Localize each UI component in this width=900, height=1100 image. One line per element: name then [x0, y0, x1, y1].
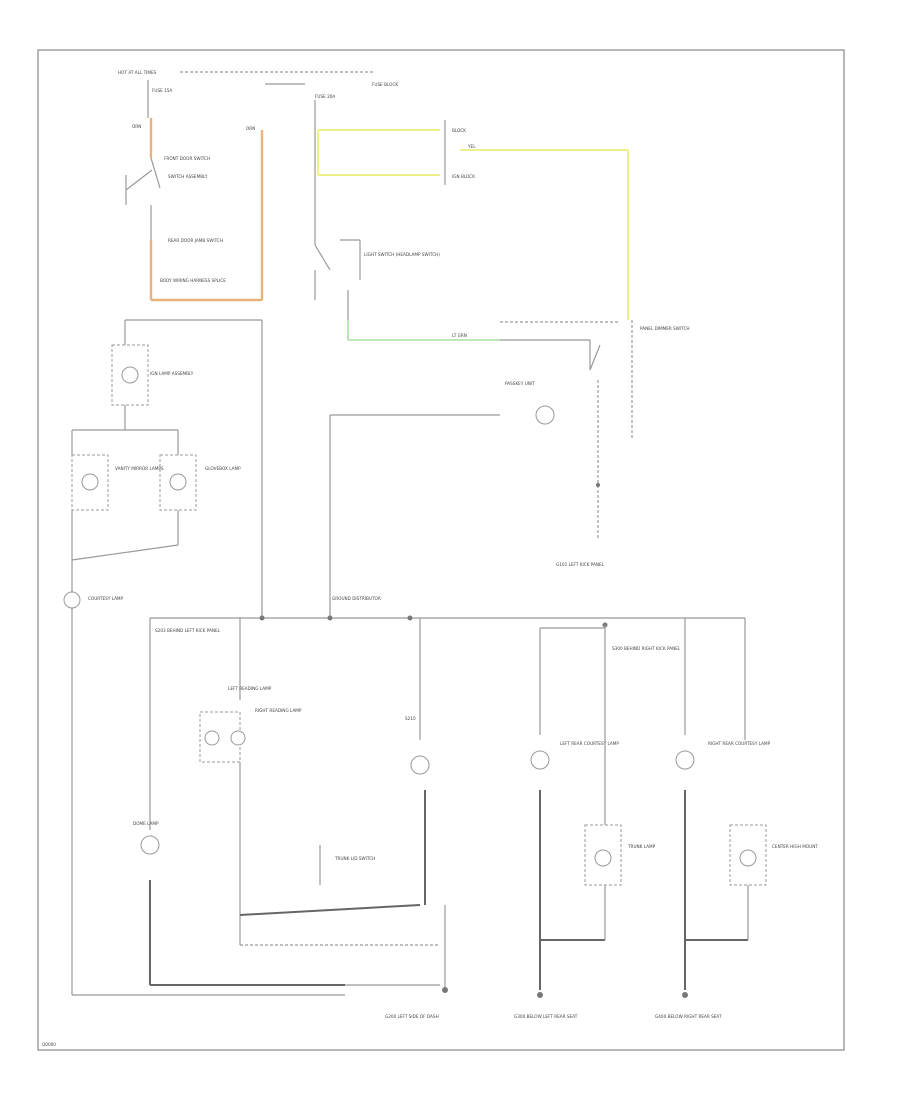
left-rear-courtesy-bulb [530, 750, 550, 770]
label-orn-2: ORN [246, 126, 255, 131]
ign-lamp-bulb [121, 366, 139, 384]
right-rear-courtesy-bulb [675, 750, 695, 770]
label-right-rear-courtesy: RIGHT REAR COURTESY LAMP [708, 741, 771, 746]
label-orn-1: ORN [132, 124, 141, 129]
diagram-frame [37, 49, 845, 1051]
vanity-lamp-left-box [71, 454, 109, 511]
label-rear-door-jamb: REAR DOOR JAMB SWITCH [168, 238, 223, 243]
vanity-lamp-bulb [410, 755, 430, 775]
label-ground-lhk: G101 LEFT KICK PANEL [556, 562, 605, 567]
label-switch-assembly: SWITCH ASSEMBLY [168, 174, 208, 179]
label-splice-right: S300 BEHIND RIGHT KICK PANEL [612, 646, 681, 651]
label-block: BLOCK [452, 128, 466, 133]
label-trunk-lid: TRUNK LID SWITCH [334, 856, 375, 861]
courtesy-lamp-bulb [63, 591, 81, 609]
label-dome-lamp: DOME LAMP [133, 821, 159, 826]
label-glovebox-lamp: GLOVEBOX LAMP [205, 466, 241, 471]
label-panel-dimmer: PANEL DIMMER SWITCH [640, 326, 690, 331]
label-ign-lamp: IGN LAMP ASSEMBLY [150, 371, 194, 376]
label-trunk-lamp: TRUNK LAMP [627, 844, 656, 849]
dome-lamp-bulb [140, 835, 160, 855]
label-left-reading: LEFT READING LAMP [228, 686, 272, 691]
label-center-high: CENTER HIGH MOUNT [772, 844, 818, 849]
label-g200: G200 LEFT SIDE OF DASH [385, 1014, 439, 1019]
label-g400: G400 BELOW RIGHT REAR SEAT [655, 1014, 722, 1019]
label-yel: YEL [467, 144, 476, 149]
label-fuse-left: FUSE 15A [152, 88, 172, 93]
label-right-reading: RIGHT READING LAMP [255, 708, 302, 713]
label-lt-grn: LT GRN [452, 333, 467, 338]
label-vanity-mirror: VANITY MIRROR LAMPS [115, 466, 164, 471]
label-g300: G300 BELOW LEFT REAR SEAT [514, 1014, 578, 1019]
label-ign-block: IGN BLOCK [452, 174, 475, 179]
trunk-lamp-bulb [594, 849, 612, 867]
label-ign-block-2: S210 [405, 716, 416, 721]
label-front-door-switch: FRONT DOOR SWITCH [164, 156, 210, 161]
label-ground-distributor: GROUND DISTRIBUTOR [332, 596, 381, 601]
label-fuse-right: FUSE 20A [315, 94, 335, 99]
label-light-switch: LIGHT SWITCH (HEADLAMP SWITCH) [364, 252, 440, 257]
ign-lamp-box [111, 344, 149, 406]
label-body-harness: BODY WIRING HARNESS SPLICE [160, 278, 226, 283]
passkey-unit [535, 405, 555, 425]
label-passkey: PASSKEY UNIT [505, 381, 535, 386]
label-hot-at-all-times: HOT AT ALL TIMES [118, 70, 157, 75]
label-splice-left: S203 BEHIND LEFT KICK PANEL [155, 628, 221, 633]
label-courtesy-lamp: COURTESY LAMP [88, 596, 124, 601]
center-high-bulb [739, 849, 757, 867]
footer-code: Q0000 [42, 1042, 56, 1047]
label-fuse-block: FUSE BLOCK [372, 82, 398, 87]
label-left-rear-courtesy: LEFT REAR COURTESY LAMP [560, 741, 619, 746]
